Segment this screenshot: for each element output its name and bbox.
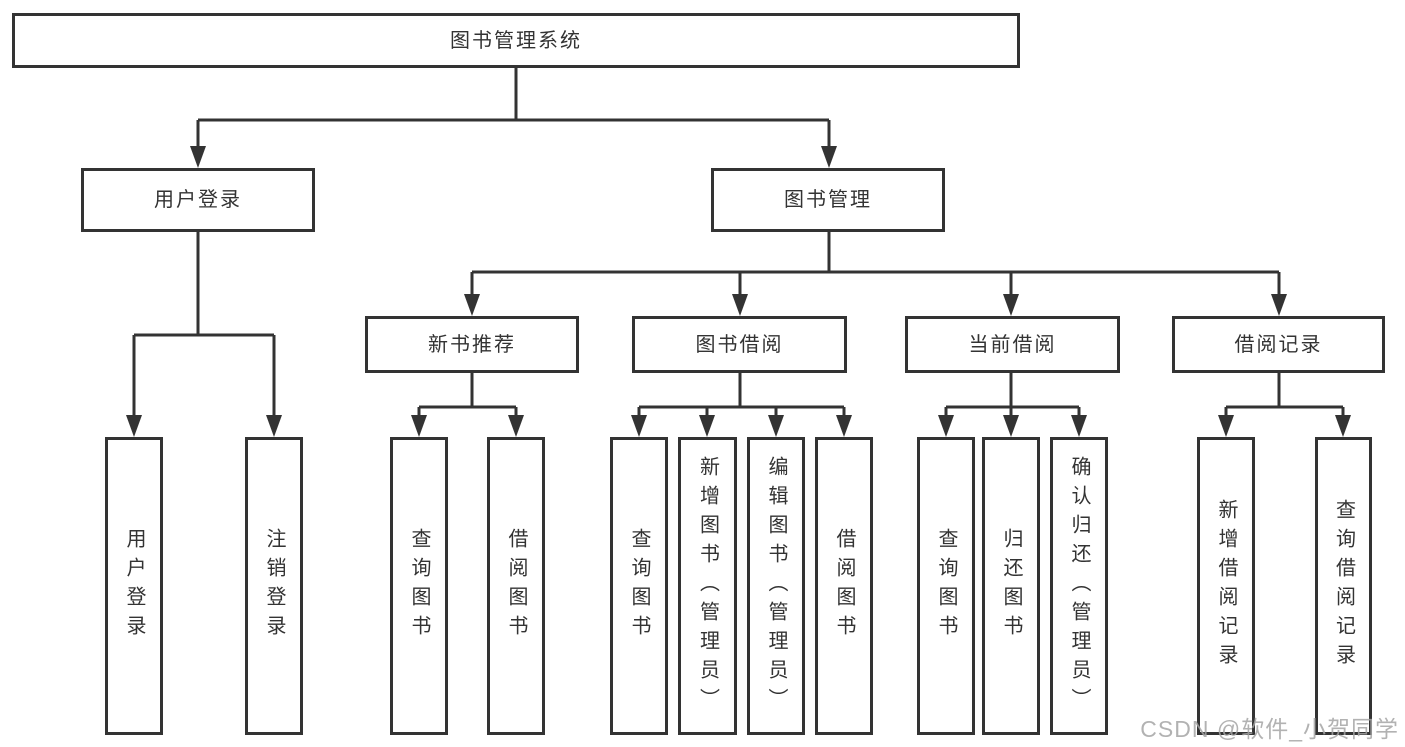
leaf-borrow-books: 借阅图书 bbox=[815, 437, 873, 735]
leaf-query-borrow-record: 查询借阅记录 bbox=[1315, 437, 1372, 735]
node-library-management-system: 图书管理系统 bbox=[12, 13, 1020, 68]
leaf-user-login: 用户登录 bbox=[105, 437, 163, 735]
leaf-borrow-books-recommend: 借阅图书 bbox=[487, 437, 545, 735]
leaf-add-borrow-record: 新增借阅记录 bbox=[1197, 437, 1255, 735]
leaf-logout: 注销登录 bbox=[245, 437, 303, 735]
csdn-watermark: CSDN @软件_小贺同学 bbox=[1140, 716, 1399, 742]
leaf-query-books-recommend: 查询图书 bbox=[390, 437, 448, 735]
node-user-login-branch: 用户登录 bbox=[81, 168, 315, 232]
node-new-book-recommendation: 新书推荐 bbox=[365, 316, 579, 373]
leaf-edit-book-admin: 编辑图书（管理员） bbox=[747, 437, 805, 735]
leaf-query-books-current: 查询图书 bbox=[917, 437, 975, 735]
leaf-confirm-return-admin: 确认归还（管理员） bbox=[1050, 437, 1108, 735]
node-borrowing-records: 借阅记录 bbox=[1172, 316, 1385, 373]
leaf-query-books-borrow: 查询图书 bbox=[610, 437, 668, 735]
node-current-borrowing: 当前借阅 bbox=[905, 316, 1120, 373]
node-book-borrowing: 图书借阅 bbox=[632, 316, 847, 373]
node-book-management-branch: 图书管理 bbox=[711, 168, 945, 232]
leaf-return-book: 归还图书 bbox=[982, 437, 1040, 735]
leaf-add-book-admin: 新增图书（管理员） bbox=[678, 437, 737, 735]
